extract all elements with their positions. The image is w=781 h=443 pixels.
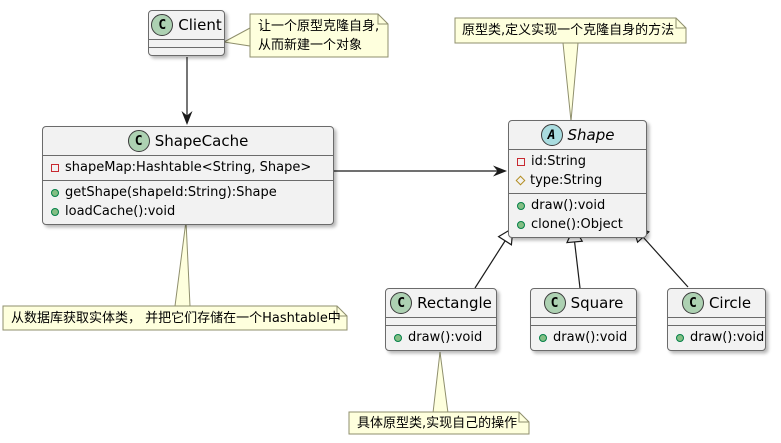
- methods-compartment-empty: [149, 48, 224, 55]
- note-concrete: 具体原型类,实现自己的操作: [357, 416, 518, 431]
- class-name: Rectangle: [417, 294, 492, 312]
- private-field-icon: [51, 163, 59, 172]
- protected-field-icon: [515, 175, 526, 186]
- class-icon: C: [543, 292, 566, 314]
- field-text: shapeMap:Hashtable<String, Shape>: [65, 160, 312, 175]
- class-title-shapecache: C ShapeCache: [43, 127, 333, 156]
- class-icon: C: [151, 14, 174, 36]
- method-row: clone():Object: [517, 215, 638, 234]
- method-row: loadCache():void: [51, 202, 325, 221]
- generalization-rectangle-to-shape: [474, 226, 514, 289]
- note-shape: 原型类,定义实现一个克隆自身的方法: [462, 23, 675, 38]
- class-box-square: C Square draw():void: [530, 288, 637, 351]
- method-row: draw():void: [517, 196, 638, 215]
- method-row: draw():void: [676, 328, 764, 347]
- class-title-client: C Client: [149, 11, 224, 40]
- class-name: Square: [570, 294, 624, 312]
- methods-compartment: draw():void: [668, 326, 765, 350]
- note-shape-shape: [454, 17, 687, 44]
- class-title-rectangle: C Rectangle: [386, 289, 496, 318]
- note-concrete-shape: [348, 411, 530, 435]
- note-client: 让一个原型克隆自身, 从而新建一个对象: [258, 17, 379, 55]
- field-text: id:String: [531, 154, 587, 169]
- methods-compartment: draw():void clone():Object: [509, 194, 646, 237]
- note-line: 让一个原型克隆自身,: [258, 19, 380, 34]
- note-link-client: [222, 27, 251, 47]
- class-name: Circle: [708, 294, 752, 312]
- method-text: clone():Object: [531, 217, 623, 232]
- method-text: draw():void: [531, 198, 606, 213]
- class-box-rectangle: C Rectangle draw():void: [385, 288, 497, 351]
- field-text: type:String: [530, 173, 603, 188]
- methods-compartment: getShape(shapeId:String):Shape loadCache…: [43, 181, 333, 224]
- fields-compartment-empty: [149, 40, 224, 48]
- method-text: getShape(shapeId:String):Shape: [65, 185, 277, 200]
- class-icon: C: [390, 292, 413, 314]
- private-field-icon: [517, 157, 525, 166]
- public-method-icon: [394, 333, 402, 342]
- public-method-icon: [517, 220, 525, 229]
- fields-compartment: id:String type:String: [509, 150, 646, 194]
- fields-compartment: shapeMap:Hashtable<String, Shape>: [43, 156, 333, 181]
- method-row: draw():void: [539, 328, 628, 347]
- method-text: draw():void: [690, 330, 765, 345]
- class-box-circle: C Circle draw():void: [667, 288, 766, 351]
- note-client-shape: [249, 13, 389, 58]
- fields-compartment-empty: [386, 318, 496, 326]
- class-icon: C: [127, 130, 150, 152]
- method-row: getShape(shapeId:String):Shape: [51, 183, 325, 202]
- class-name: Client: [178, 16, 222, 34]
- arrow-client-to-shapecache: [181, 57, 193, 125]
- fields-compartment-empty: [668, 318, 765, 326]
- public-method-icon: [517, 201, 525, 210]
- class-box-shapecache: C ShapeCache shapeMap:Hashtable<String, …: [42, 126, 334, 225]
- class-title-shape: A Shape: [509, 121, 646, 150]
- note-line: 从而新建一个对象: [258, 38, 363, 53]
- public-method-icon: [51, 207, 59, 216]
- public-method-icon: [51, 188, 59, 197]
- field-row: type:String: [515, 171, 638, 190]
- field-row: id:String: [517, 152, 638, 171]
- note-cache-shape: [2, 305, 348, 331]
- field-row: shapeMap:Hashtable<String, Shape>: [51, 158, 325, 177]
- note-link-shapecache: [174, 220, 191, 307]
- abstract-class-icon: A: [540, 124, 563, 146]
- fields-compartment-empty: [531, 318, 636, 326]
- public-method-icon: [539, 333, 547, 342]
- arrow-shapecache-to-shape: [332, 165, 507, 177]
- method-text: loadCache():void: [65, 204, 176, 219]
- public-method-icon: [676, 333, 684, 342]
- note-link-rectangle: [432, 351, 449, 414]
- method-text: draw():void: [553, 330, 628, 345]
- methods-compartment: draw():void: [531, 326, 636, 350]
- note-cache: 从数据库获取实体类， 并把它们存储在一个Hashtable中: [11, 311, 341, 326]
- class-name: ShapeCache: [154, 132, 249, 150]
- methods-compartment: draw():void: [386, 326, 496, 350]
- class-box-client: C Client: [148, 10, 225, 56]
- note-link-shape: [562, 42, 579, 122]
- method-row: draw():void: [394, 328, 488, 347]
- class-title-circle: C Circle: [668, 289, 765, 318]
- class-name: Shape: [567, 126, 615, 144]
- method-text: draw():void: [408, 330, 483, 345]
- class-title-square: C Square: [531, 289, 636, 318]
- class-icon: C: [681, 292, 704, 314]
- class-box-shape: A Shape id:String type:String draw():voi…: [508, 120, 647, 238]
